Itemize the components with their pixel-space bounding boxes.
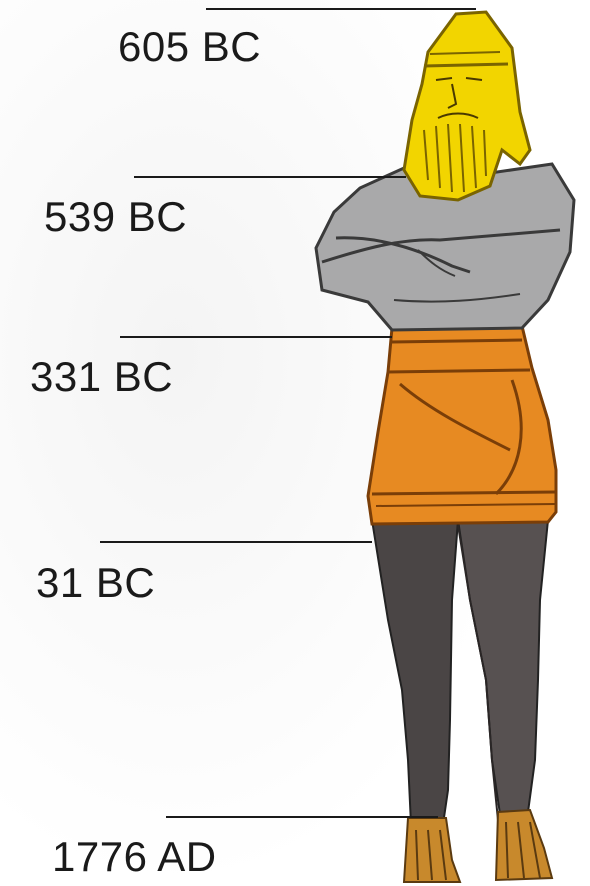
era-label-bronze: 331 BC (30, 356, 173, 398)
era-label-gold: 605 BC (118, 26, 261, 68)
era-line-iron (100, 541, 372, 543)
era-label-silver: 539 BC (44, 196, 187, 238)
era-line-clay (166, 816, 438, 818)
era-label-clay: 1776 AD (52, 836, 217, 878)
era-line-silver (134, 176, 406, 178)
statue-belly-bronze (368, 326, 556, 524)
era-label-iron: 31 BC (36, 562, 155, 604)
era-line-bronze (120, 336, 392, 338)
era-line-gold (206, 8, 476, 10)
